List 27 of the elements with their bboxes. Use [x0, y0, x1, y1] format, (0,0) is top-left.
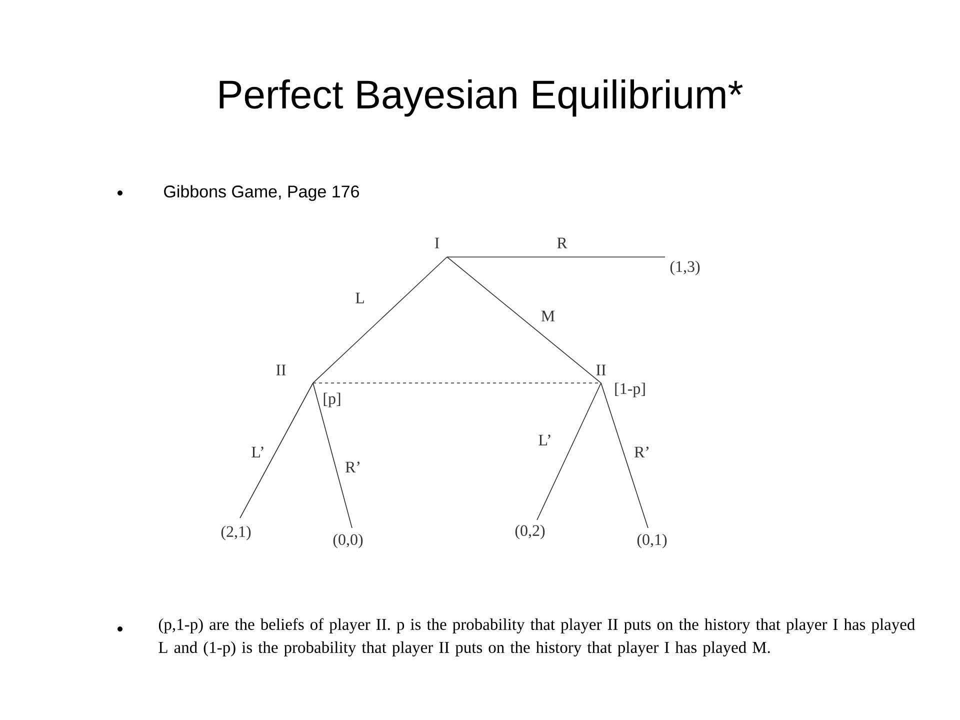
branch-line: [536, 382, 602, 520]
edge-label: R’: [633, 446, 651, 458]
branch-line: [446, 256, 666, 258]
player-label: II: [596, 364, 606, 376]
branch-line: [600, 382, 648, 528]
payoff-label: (0,0): [333, 534, 363, 548]
branch-line: [312, 382, 352, 528]
edge-label: L: [354, 292, 366, 304]
branch-line: [240, 382, 314, 518]
player-label: II: [276, 364, 286, 376]
title: Perfect Bayesian Equilibrium*: [220, 79, 743, 117]
edge-label: L’: [250, 446, 266, 458]
edge-label: L’: [537, 434, 553, 446]
player-label: I: [434, 238, 440, 248]
payoff-label: (1,3): [670, 260, 700, 276]
edge-label: R’: [344, 460, 362, 474]
note: (p,1-p) are the beliefs of player II. p is the probability that player II puts on the history that player I has played L and (1-p) is the probability that player II puts on the history that player I has played M.: [158, 618, 915, 656]
edge-label: M: [540, 310, 556, 322]
belief-label: [1-p]: [615, 382, 645, 398]
branch-line: [312, 256, 448, 384]
payoff-label: (2,1): [221, 526, 251, 540]
branch-line: [446, 256, 602, 384]
belief-label: [p]: [324, 392, 340, 408]
payoff-label: (0,2): [515, 524, 545, 540]
edge-label: R: [556, 236, 568, 250]
payoff-label: (0,1): [637, 534, 667, 548]
subtitle: Gibbons Game, Page 176: [164, 185, 359, 201]
